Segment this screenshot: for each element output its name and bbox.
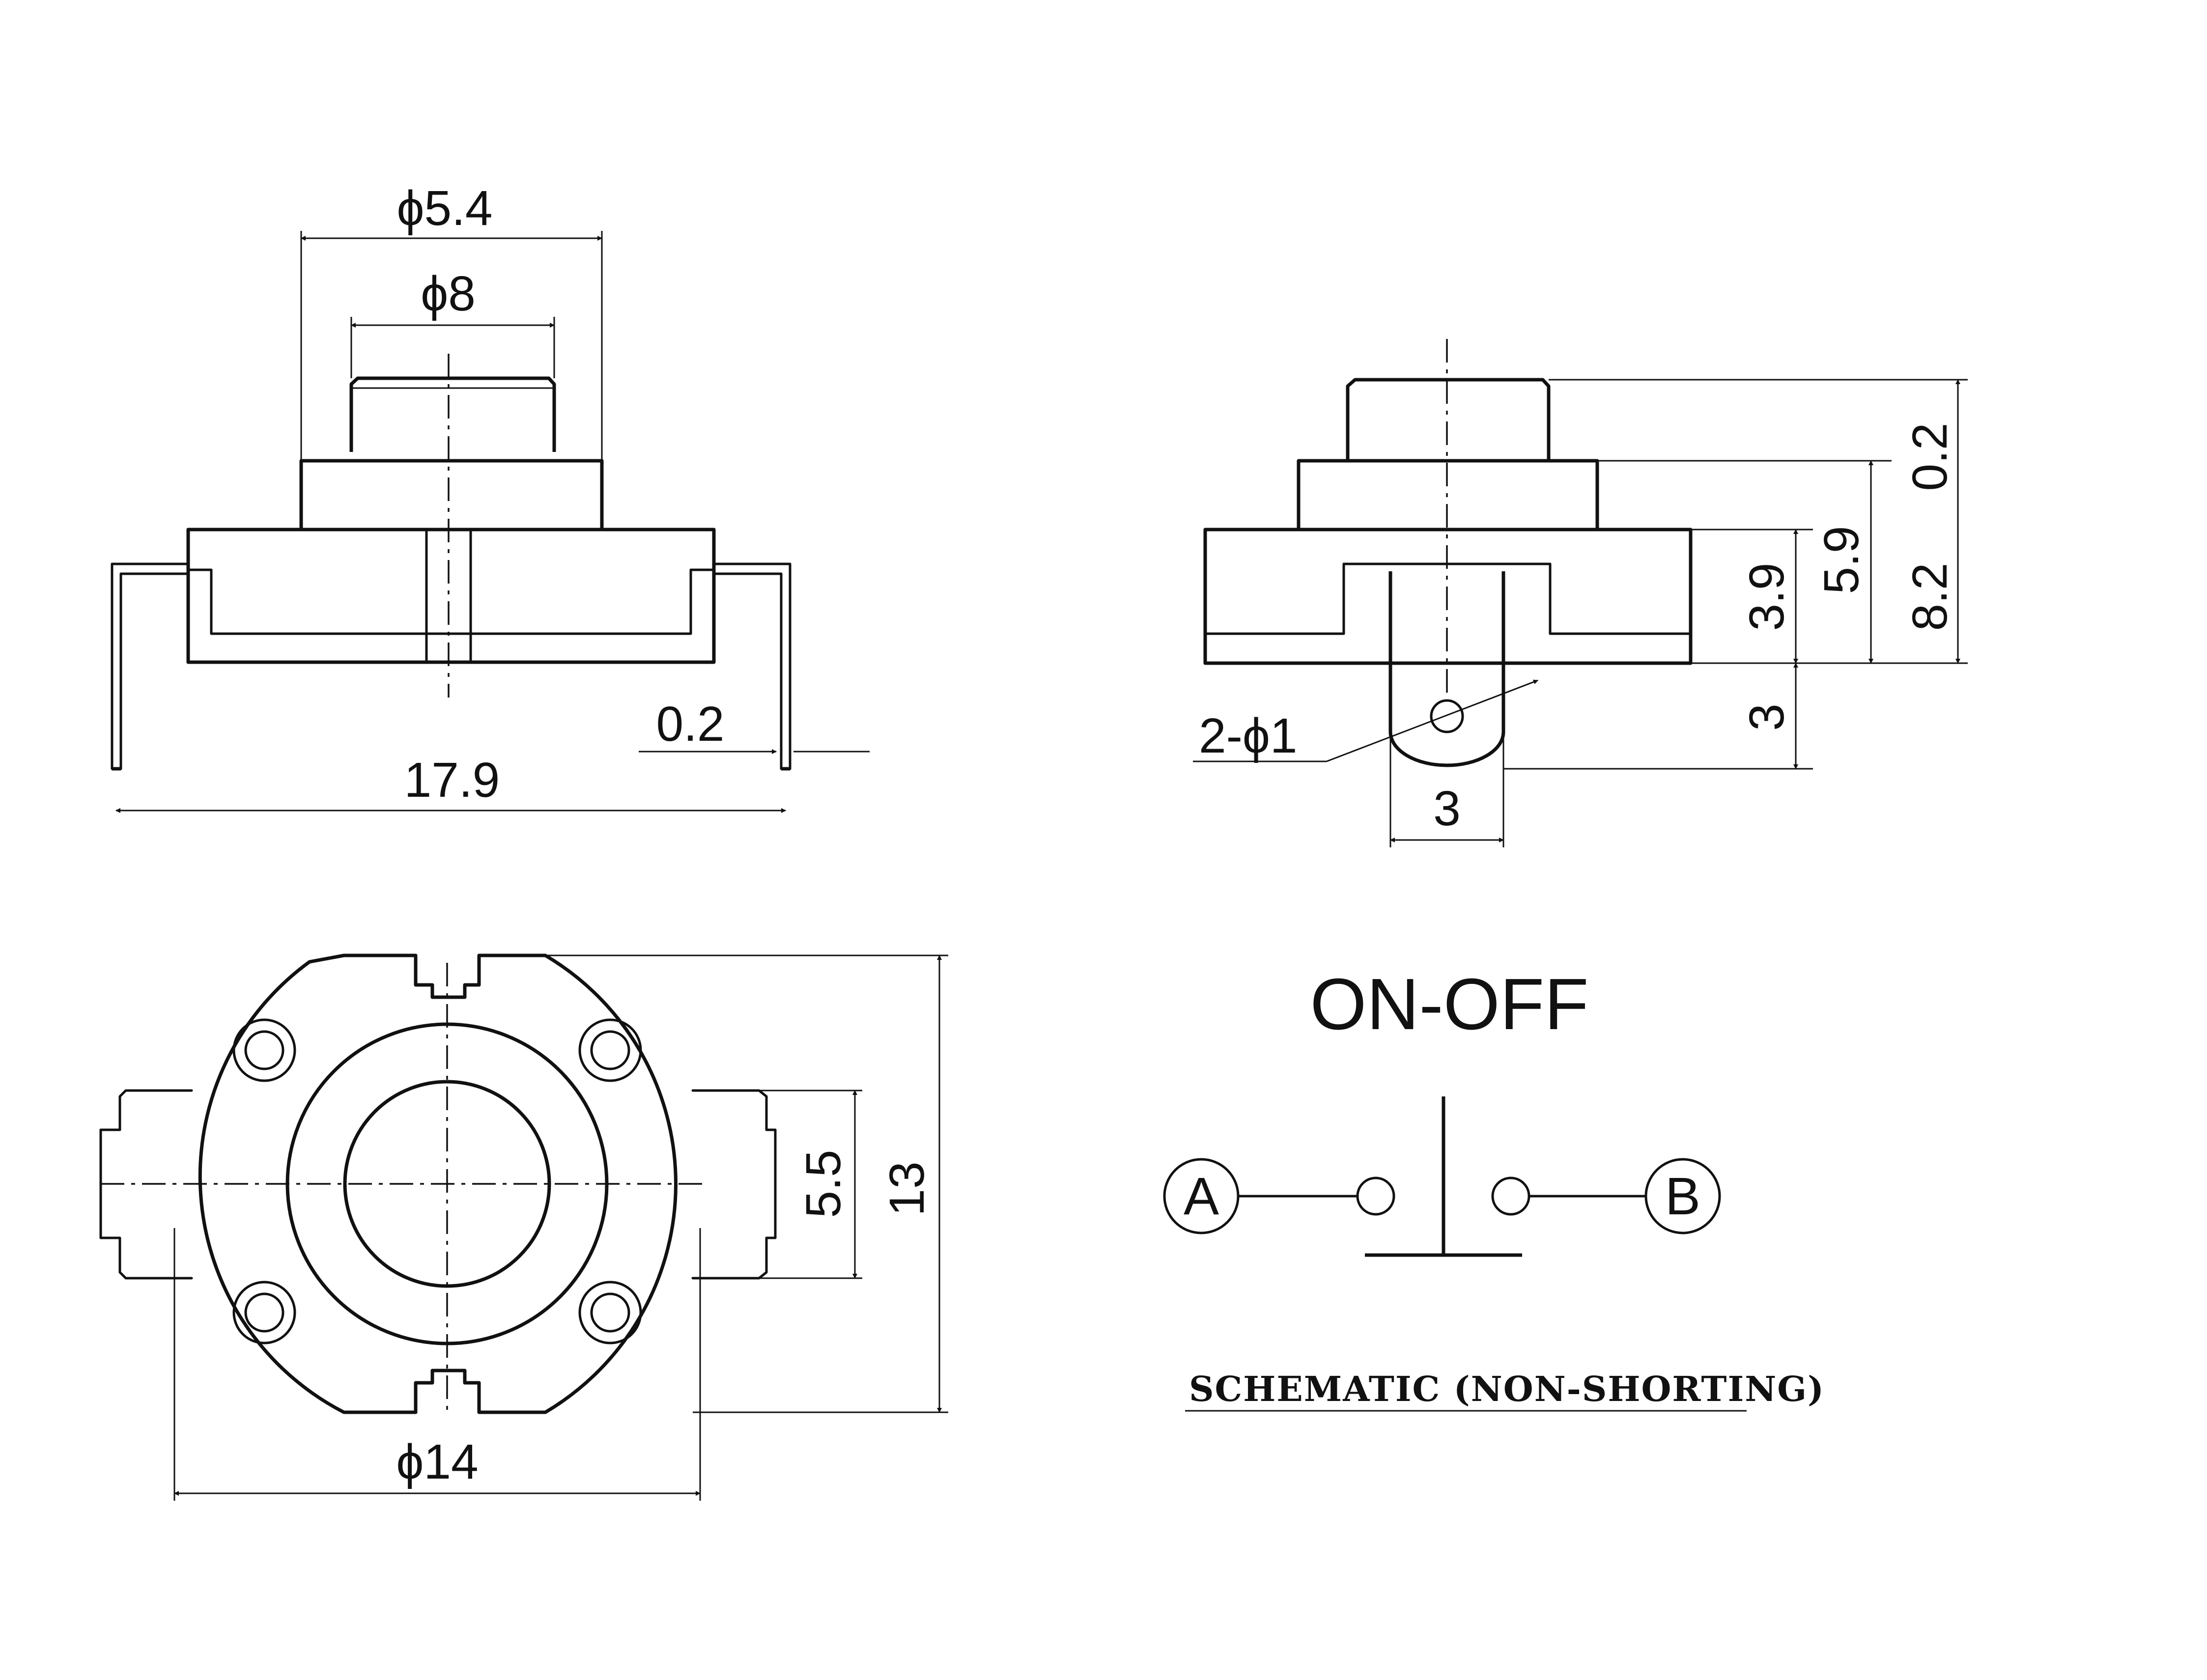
terminal-b-label: B — [1665, 1166, 1700, 1226]
dim-pin-thickness-label: 0.2 — [656, 697, 724, 752]
side-view: 3.9 3 5.9 8.2 0.2 3 2-ϕ1 — [1193, 339, 1968, 847]
dim-diameter-label: ϕ14 — [396, 1434, 478, 1489]
terminal-b-circle — [1644, 1158, 1721, 1234]
dim-inner-cap-label: ϕ8 — [421, 266, 476, 321]
schematic-title: ON-OFF — [1310, 964, 1588, 1045]
schematic: ON-OFF A B SCHEMATIC (NON-SHORTING) — [1163, 964, 1825, 1412]
dim-body-height-label: 5.9 — [1814, 526, 1869, 594]
top-view: 13 5.5 ϕ14 — [99, 953, 948, 1501]
dim-hole-label: 2-ϕ1 — [1199, 708, 1298, 763]
front-view: ϕ5.4 ϕ8 0.2 17.9 — [111, 181, 870, 813]
dim-base-height-label: 3.9 — [1739, 562, 1794, 631]
dim-height-label: 13 — [879, 1161, 934, 1216]
terminal-a-label: A — [1184, 1166, 1219, 1226]
dim-terminal-length-label: 3 — [1739, 703, 1794, 731]
dim-total-height-label: 8.2 — [1902, 562, 1957, 631]
dim-outer-cap-label: ϕ5.4 — [396, 181, 492, 236]
schematic-caption: SCHEMATIC (NON-SHORTING) — [1189, 1369, 1825, 1409]
dim-terminal-width-label: 3 — [1433, 781, 1461, 836]
dim-tab-label: 5.5 — [796, 1149, 851, 1218]
dim-cap-height-label: 0.2 — [1902, 422, 1957, 491]
dim-overall-width-label: 17.9 — [404, 753, 500, 808]
